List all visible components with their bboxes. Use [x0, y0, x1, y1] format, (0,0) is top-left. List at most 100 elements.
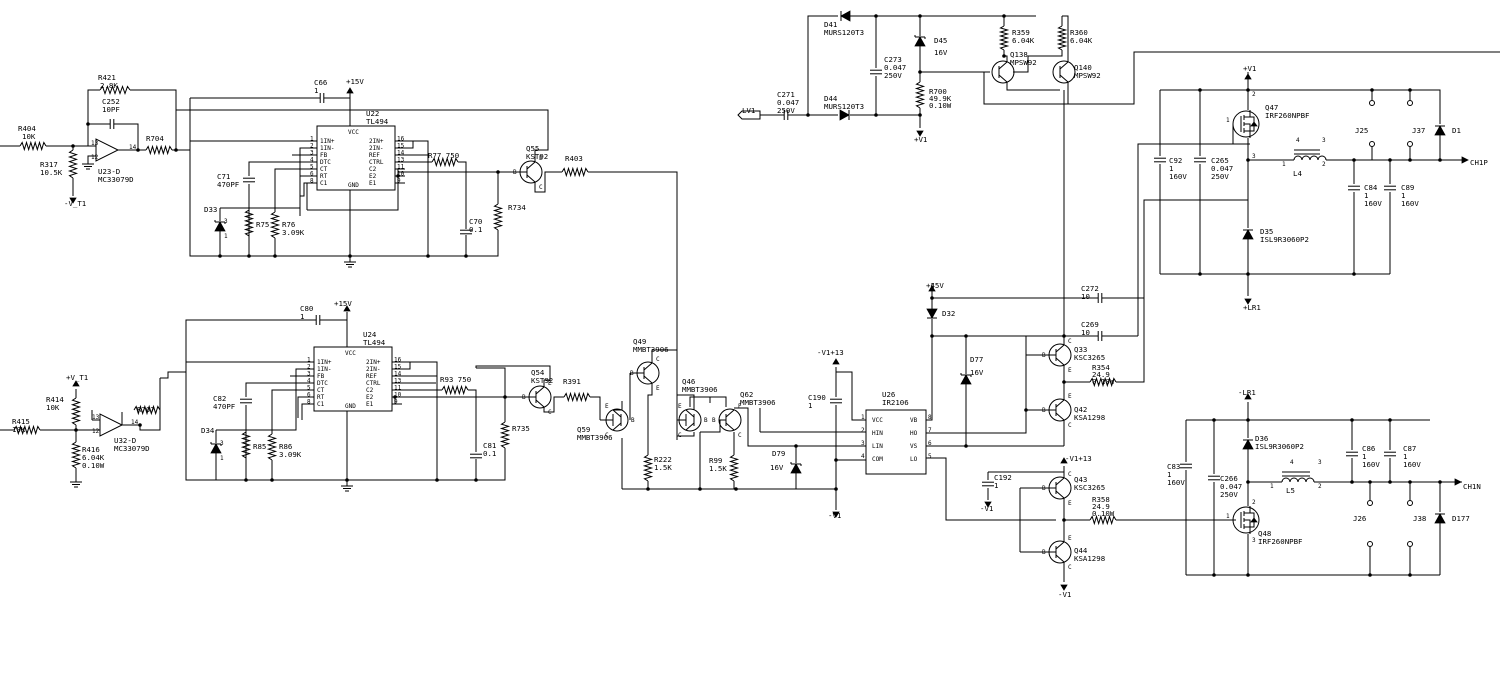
transistor-base-label: B [1042, 352, 1046, 359]
wire [1062, 15, 1069, 62]
r86-symbol [266, 433, 278, 461]
junction-dot [1408, 158, 1412, 162]
u32-opamp [99, 413, 124, 437]
junction-dot [1198, 272, 1202, 276]
d45-ref: D45 [934, 36, 947, 45]
wire [299, 175, 309, 216]
c89-ref: C89 [1401, 183, 1414, 192]
q55-ref: Q55 [526, 144, 539, 153]
tl494-vcc-label: VCC [348, 129, 359, 136]
tl494-pin-right: C2 [366, 387, 374, 394]
r391-symbol [563, 391, 591, 403]
u23-pin-14: 14 [129, 144, 137, 151]
tl494-pin-num: 11 [394, 385, 402, 392]
tl494-pin-num: 4 [307, 378, 311, 385]
q49-ref: Q49 [633, 337, 646, 346]
wire [807, 15, 838, 115]
ir2106-pin-left: LIN [872, 443, 883, 450]
junction-dot [1246, 573, 1250, 577]
r358-ref: R358 [1092, 495, 1110, 504]
u24-value: TL494 [363, 338, 386, 347]
wire [139, 378, 161, 431]
c273-value: 0.047 [884, 63, 906, 72]
v1-13-label-a: -V1+13 [817, 348, 844, 357]
wire [734, 407, 866, 447]
tl494-pin-left: FB [317, 373, 325, 380]
junction-dot [503, 395, 507, 399]
tl494-pin-num: 15 [397, 143, 405, 150]
tl494-pin-right: 2IN+ [369, 138, 384, 145]
junction-dot [1352, 158, 1356, 162]
q47-mosfet [1250, 121, 1258, 127]
wire [1116, 199, 1248, 383]
q140-value: MPSW92 [1074, 71, 1101, 80]
wire [274, 168, 309, 212]
v-t1-label-b: +V_T1 [66, 373, 88, 382]
q48-mosfet [1250, 512, 1255, 514]
r354-value: 24.9 [1092, 370, 1110, 379]
q47-mosfet [1250, 130, 1255, 132]
q44-ref: Q44 [1074, 546, 1088, 555]
q48-mosfet [1244, 519, 1251, 527]
j25-terminal [1369, 100, 1375, 106]
wire [405, 141, 414, 149]
ground-symbol [340, 481, 354, 492]
tl494-pin-left: 1IN- [317, 366, 331, 373]
c192-value: 1 [994, 481, 998, 490]
r99-ref: R99 [709, 456, 722, 465]
wire [677, 394, 695, 410]
r734-symbol [492, 203, 504, 231]
q49-value: MMBT3906 [633, 345, 669, 354]
transistor-base-label: B [1042, 549, 1046, 556]
c92-voltage: 160V [1169, 172, 1187, 181]
transistor-base-label: B [631, 417, 635, 424]
c87-ref: C87 [1403, 444, 1416, 453]
c71-value: 470PF [217, 180, 240, 189]
r421-value: 2.8K [100, 81, 118, 90]
c66-ref: C66 [314, 78, 327, 87]
q46-ref: Q46 [682, 377, 695, 386]
r414-value: 10K [46, 403, 60, 412]
d177-ref: D177 [1452, 514, 1470, 523]
q138-transistor [998, 61, 1008, 70]
c84-voltage: 160V [1364, 199, 1382, 208]
r416-symbol [70, 441, 82, 469]
wire [710, 396, 727, 407]
wire [245, 382, 306, 397]
u24-ref: U24 [363, 330, 377, 339]
wire [216, 368, 306, 431]
c71-ref: C71 [217, 172, 230, 181]
tl494-pin-num: 2 [310, 143, 314, 150]
r99-value: 1.5K [709, 464, 727, 473]
d35-value: ISL9R3060P2 [1260, 235, 1309, 244]
d35-diode [1242, 229, 1254, 240]
u23-pin-12: 12 [91, 154, 99, 161]
transistor-pin-label: E [738, 403, 742, 410]
ir2106-pin-num: 5 [928, 453, 932, 460]
r359-ref: R359 [1012, 28, 1030, 37]
wire [677, 432, 695, 437]
q140-transistor [1059, 74, 1069, 83]
wire [220, 147, 309, 209]
wire [300, 182, 309, 197]
junction-dot [1370, 88, 1374, 92]
tl494-pin-left: RT [320, 173, 328, 180]
junction-dot [244, 478, 248, 482]
c87-value: 1 [1403, 452, 1407, 461]
tl494-pin-num: 10 [397, 171, 405, 178]
u22-ic [316, 125, 396, 191]
q47-value: IRF260NPBF [1265, 111, 1310, 120]
tl494-pin-right: 2IN- [369, 145, 383, 152]
r421-ref: R421 [98, 73, 116, 82]
q140-transistor [1059, 61, 1069, 70]
j38-terminal [1407, 500, 1413, 506]
transistor-pin-label: C [738, 432, 742, 439]
l5-pin: 1 [1270, 483, 1274, 490]
u22-channel-top: R404 10K R421 2.8K C252 10PF R704 R317 1… [18, 73, 583, 237]
r359-value: 6.04K [1012, 36, 1035, 45]
junction-dot [1002, 54, 1006, 58]
tl494-pin-num: 3 [310, 150, 314, 157]
q138-ref: Q138 [1010, 50, 1028, 59]
p15-label-a: +15V [346, 77, 364, 86]
ir2106-pin-num: 1 [861, 414, 865, 421]
